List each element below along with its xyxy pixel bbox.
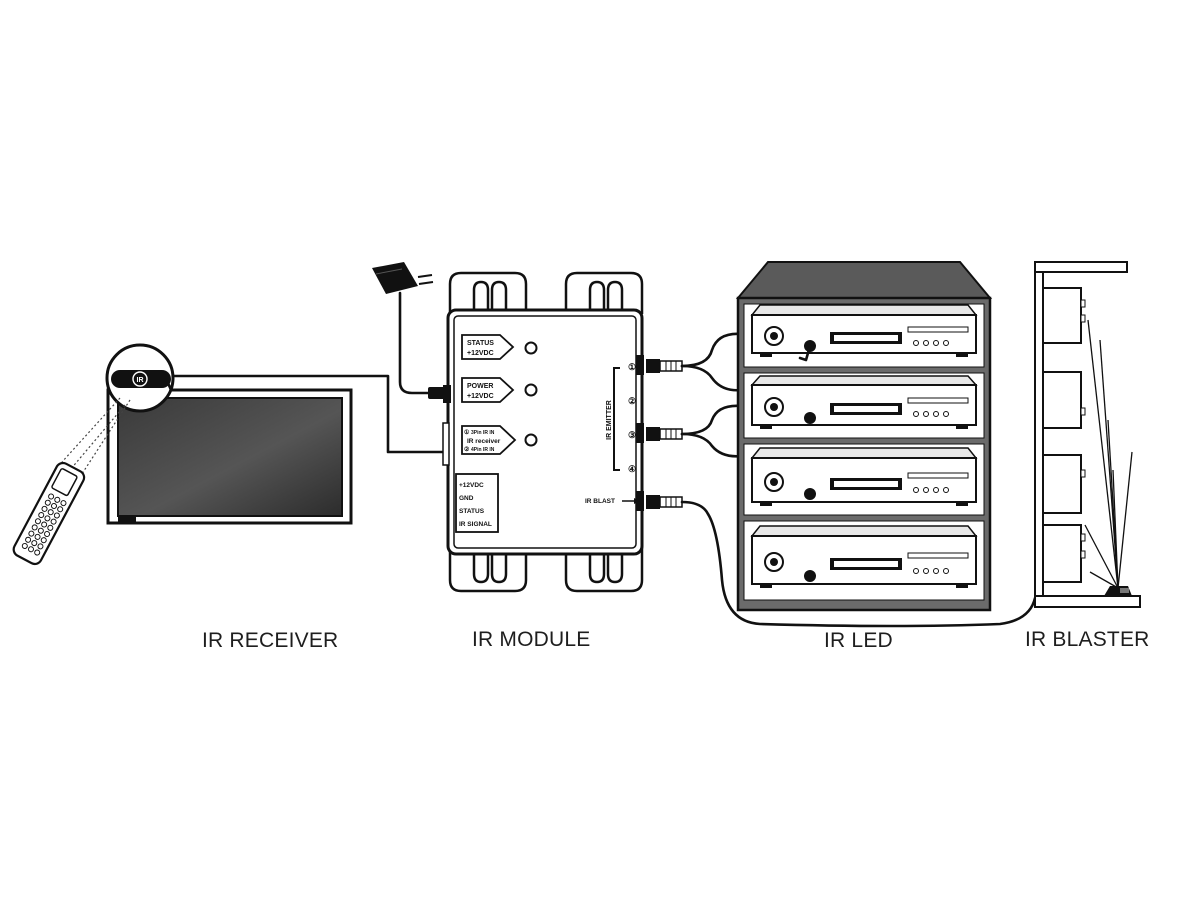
ir-blast-label: IR BLAST [585,498,615,505]
ir-input-indicator: ① 3Pin IR IN IR receiver ② 4Pin IR IN [461,425,538,455]
ir-emitter-ports: IR EMITTER ① ② ③ ④ IR BLAST [585,362,640,505]
emitter-port-4: ④ [628,464,636,474]
av-device-1 [750,304,978,362]
emitter-port-3: ③ [628,430,636,440]
av-device-4 [750,525,978,588]
power-indicator: POWER +12VDC [461,377,538,403]
av-device-3 [750,447,978,506]
power-voltage: +12VDC [467,393,494,400]
av-device-2 [750,375,978,429]
receiver-to-module-cable-top [171,374,449,454]
input-4pin: 4Pin IR IN [471,447,495,453]
ir-receiver-eye: IR [105,343,175,413]
ir-beam-dots [61,397,131,481]
remote-control [12,461,86,566]
ir-badge-label: IR [137,377,144,384]
terminal-status: STATUS [459,508,485,515]
caption-ir-module: IR MODULE [472,628,590,651]
emitter-port-1: ① [628,362,636,372]
input-ir-receiver: IR receiver [467,438,501,445]
blaster-cabinet [1034,261,1141,608]
input-3pin: 3Pin IR IN [471,430,495,436]
terminal-12vdc: +12VDC [459,482,484,489]
status-label: STATUS [467,340,494,347]
ir-emitter-label: IR EMITTER [606,400,613,440]
caption-ir-led: IR LED [824,629,893,652]
terminal-gnd: GND [459,495,474,502]
receiver-to-tv-cable [166,381,173,392]
emitter-plug-1 [646,359,683,373]
input-number-2: ② [464,446,470,453]
blast-plug [646,495,683,509]
emitter-plug-3 [646,427,683,441]
power-adapter [372,262,450,399]
caption-ir-blaster: IR BLASTER [1025,628,1150,651]
status-indicator: STATUS +12VDC [461,334,538,360]
input-number-1: ① [464,429,470,436]
status-voltage: +12VDC [467,350,494,357]
tv-with-ir-receiver [106,388,353,525]
ir-blaster-device [1104,586,1132,596]
blaster-ir-rays [1084,319,1133,589]
terminal-ir-signal: IR SIGNAL [459,521,492,528]
emitter-port-2: ② [628,396,636,406]
terminal-block: +12VDC GND STATUS IR SIGNAL [455,473,499,533]
emitter-wires [680,332,1037,628]
caption-ir-receiver: IR RECEIVER [202,629,338,652]
power-label: POWER [467,383,493,390]
